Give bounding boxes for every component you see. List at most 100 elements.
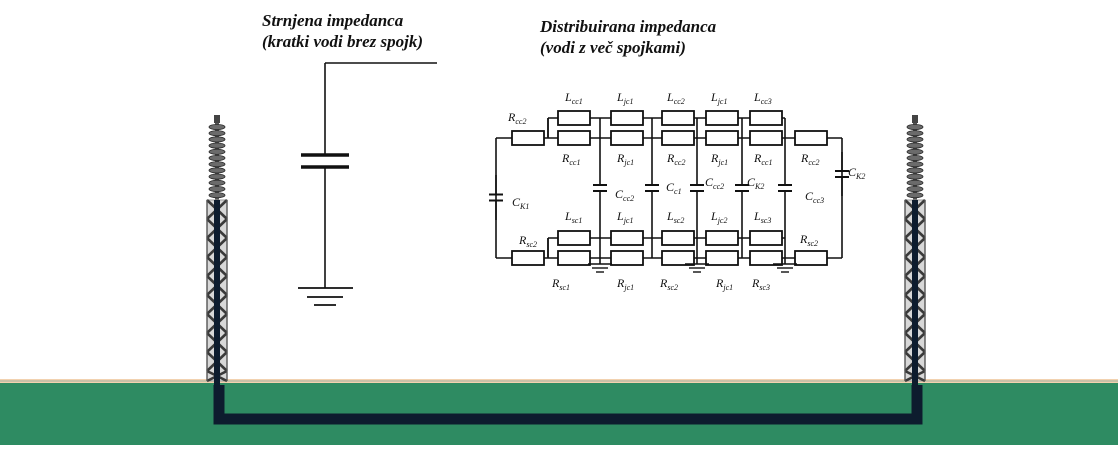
label-base: R [753,151,762,165]
label-base: L [753,90,761,104]
label-base: L [710,209,718,223]
lumped-title-line1: Strnjena impedanca [262,11,404,30]
label-subscript: sc3 [759,283,770,292]
inductor-lower-1 [610,230,644,246]
insulator-shed [906,130,924,137]
ground-soil [0,381,1118,445]
component-label: Rcc1 [561,151,580,167]
label-subscript: jc1 [623,158,634,167]
resistor-rcc2-right [794,130,828,146]
insulator-shed [208,161,226,168]
component-label: Rsc3 [751,276,770,292]
label-base: R [551,276,560,290]
component-label: Cc1 [666,180,682,196]
label-base: C [512,195,521,209]
resistor-rsc2-right [794,250,828,266]
component-label: Rsc2 [799,232,818,248]
inductor-lower-4 [749,230,783,246]
label-subscript: jc1 [623,97,634,106]
distributed-title-line2: (vodi z več spojkami) [540,38,686,57]
label-subscript: sc1 [572,216,583,225]
insulator-shed [208,167,226,174]
insulator-cap [214,115,220,123]
insulator-shed [208,136,226,143]
label-subscript: c1 [674,187,682,196]
component-label: Rsc2 [518,233,537,249]
insulator-shed [208,185,226,192]
inductor-upper-4 [749,110,783,126]
label-subscript: cc2 [674,158,685,167]
label-subscript: cc2 [808,158,819,167]
label-subscript: cc2 [674,97,685,106]
label-base: R [561,151,570,165]
component-label: Rcc2 [666,151,685,167]
component-label: Ccc3 [805,189,824,205]
insulator-shed [208,124,226,131]
label-base: R [715,276,724,290]
label-base: R [799,232,808,246]
label-subscript: sc2 [667,283,678,292]
lumped-title-line2: (kratki vodi brez spojk) [262,32,424,51]
insulator-shed [906,179,924,186]
label-subscript: cc2 [623,194,634,203]
label-base: R [666,151,675,165]
label-subscript: sc2 [674,216,685,225]
inductor-upper-2 [661,110,695,126]
label-base: L [564,209,572,223]
resistor-rcc2 [511,130,545,146]
label-base: C [615,187,624,201]
label-subscript: sc2 [807,239,818,248]
component-label: Rsc1 [551,276,570,292]
label-subscript: jc1 [717,97,728,106]
component-label: Lcc1 [564,90,583,106]
component-label: Rjc1 [715,276,733,292]
label-subscript: cc2 [713,182,724,191]
component-label: Lcc3 [753,90,772,106]
label-base: L [616,209,624,223]
label-subscript: jc1 [623,283,634,292]
label-base: R [518,233,527,247]
label-base: C [848,165,857,179]
component-label: Rcc2 [800,151,819,167]
distributed-impedance-title: Distribuirana impedanca (vodi z več spoj… [540,16,716,58]
component-label: Ljc2 [710,209,727,225]
label-base: L [666,209,674,223]
insulator-shed [906,167,924,174]
label-base: L [616,90,624,104]
label-base: R [710,151,719,165]
tower-cable [214,200,220,385]
label-base: R [800,151,809,165]
insulator-shed [906,136,924,143]
label-subscript: cc2 [515,117,526,126]
label-base: C [666,180,675,194]
tower-cable [912,200,918,385]
resistor-upper-2 [661,130,695,146]
component-label: Lsc3 [753,209,771,225]
resistor-lower-2 [661,250,695,266]
insulator-shed [906,185,924,192]
component-label: Rsc2 [659,276,678,292]
label-subscript: K1 [519,202,529,211]
label-subscript: sc1 [559,283,570,292]
lumped-impedance-title: Strnjena impedanca (kratki vodi brez spo… [262,10,423,52]
label-subscript: K2 [855,172,865,181]
insulator-shed [208,154,226,161]
label-base: R [751,276,760,290]
component-label: Rjc1 [710,151,728,167]
component-label: CK2 [747,175,764,191]
label-base: R [616,151,625,165]
component-label: Ccc2 [615,187,634,203]
label-subscript: cc1 [569,158,580,167]
label-subscript: jc2 [717,216,728,225]
component-label: Ljc1 [616,209,633,225]
inductor-lower-3 [705,230,739,246]
insulator-shed [208,192,226,199]
component-label: CK1 [512,195,529,211]
label-subscript: jc1 [623,216,634,225]
component-label: Ljc1 [710,90,727,106]
lumped-impedance-circuit [298,62,437,306]
component-label: Rcc2 [507,110,526,126]
